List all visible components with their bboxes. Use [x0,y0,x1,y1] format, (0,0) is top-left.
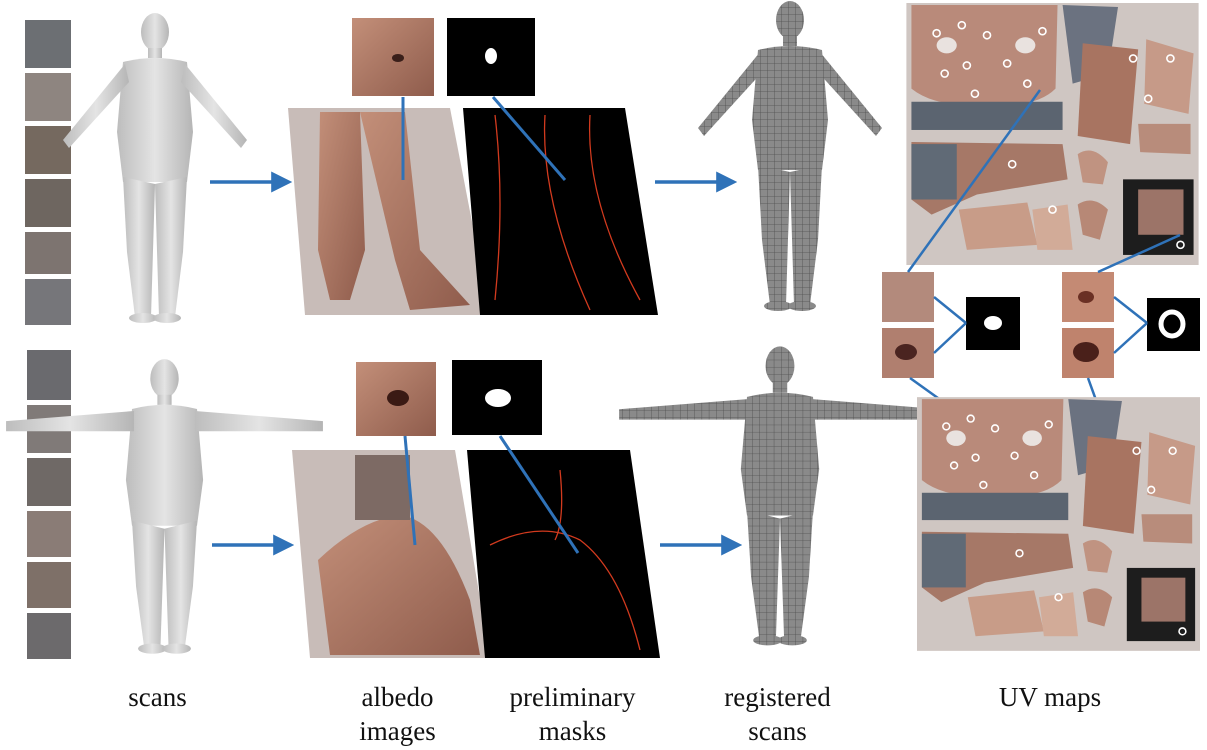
mask-blob [485,48,497,64]
thumbnail [25,179,71,227]
leg-left [318,112,365,300]
caption-albedo-images: albedo images [359,682,436,746]
thumbnail [27,350,71,400]
row-1-registered-scan [698,1,882,311]
caption-registered-scans: registered scans [724,682,831,746]
zoom-mask [1147,298,1200,351]
leader-line [498,435,580,554]
row-2-uv-map [917,396,1200,652]
leader-line [933,296,967,354]
leader-line [403,435,417,546]
thumbnail [25,20,71,68]
uv-zoom-crops [882,89,1200,633]
zoom-crop [882,272,934,322]
thumbnail [25,232,71,274]
row-1-scan-thumbnails [25,20,71,325]
row-2-registered-scan [619,346,941,646]
mask-blob [984,316,1002,330]
caption-uv-maps: UV maps [998,682,1102,712]
thumbnail [25,126,71,174]
leg-right [360,112,470,310]
row-2 [6,346,1200,659]
row-2-raw-scan [6,359,323,654]
leader-line [491,96,567,181]
thumbnail [25,279,71,325]
mole [1073,342,1099,362]
mask-edges [489,469,641,651]
leader-line [1097,233,1181,274]
thumbnail [27,562,71,608]
leader-line [1113,296,1148,354]
torso [318,515,480,655]
mole [392,54,404,62]
mole [387,390,409,406]
mole [1078,291,1094,303]
mask-edges [494,114,641,311]
row-2-mask-image [467,450,660,658]
mask-ring [1158,309,1186,339]
caption-scans: scans [128,682,187,712]
row-1-mask-image [463,108,658,315]
leader-line [906,89,1042,273]
thumbnail [25,73,71,121]
blurred-face [355,455,410,520]
mask-blob [485,389,511,407]
thumbnail [27,613,71,659]
row-2-scan-thumbnails [27,350,71,659]
caption-preliminary-masks: preliminary masks [509,682,636,746]
mole [895,344,917,360]
thumbnail [27,511,71,557]
row-1-uv-map [905,3,1200,265]
row-1 [25,1,1200,325]
row-1-raw-scan [63,13,247,323]
thumbnail [27,458,71,506]
